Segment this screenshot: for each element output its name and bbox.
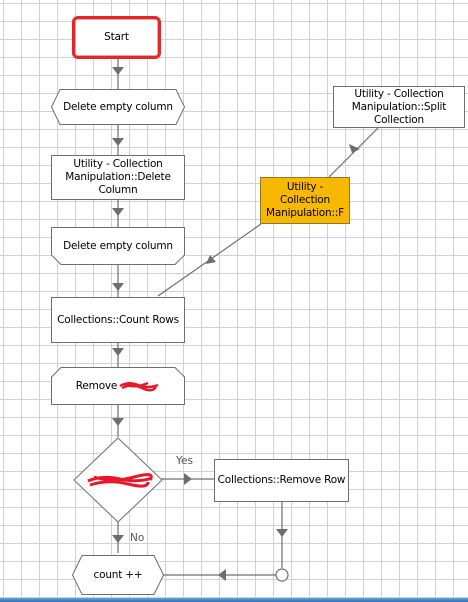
start-stage[interactable]: Start (72, 16, 161, 59)
redaction-scribble (87, 473, 153, 488)
arrow-icon (112, 535, 124, 543)
action-stage-hexagon[interactable] (51, 89, 185, 125)
stage-label: Remove (75, 379, 118, 392)
stage-label: Collections::Count Rows (57, 313, 179, 326)
status-strip (0, 598, 468, 602)
stage-label: count ++ (93, 568, 143, 581)
redaction-scribble (119, 381, 159, 392)
arrow-icon (112, 208, 124, 216)
junction-node[interactable] (275, 568, 289, 582)
arrow-icon (206, 255, 216, 264)
delete-column-action-stage[interactable]: Utility - Collection Manipulation::Delet… (51, 155, 185, 200)
remove-row-action-stage[interactable]: Collections::Remove Row (214, 459, 349, 502)
stage-label: Utility - Collection Manipulation::Delet… (65, 158, 171, 196)
arrow-icon (184, 473, 192, 485)
stage-label: Delete empty column (63, 100, 173, 113)
selected-action-stage[interactable]: Utility - Collection Manipulation::F (260, 177, 350, 224)
delete-empty-column-stage-2[interactable]: Delete empty column (56, 228, 180, 264)
start-label: Start (104, 31, 129, 43)
remove-stage[interactable]: Remove (56, 368, 180, 404)
arrow-icon (112, 138, 124, 146)
stage-label: Utility - Collection Manipulation::Split… (351, 87, 447, 126)
arrow-icon (112, 348, 124, 356)
action-stage-hexagon[interactable] (51, 367, 185, 405)
stage-label: Delete empty column (63, 239, 173, 252)
arrow-icon (276, 529, 288, 537)
arrow-icon (112, 67, 124, 75)
arrow-icon (112, 418, 124, 426)
delete-empty-column-stage-1[interactable]: Delete empty column (60, 90, 176, 124)
count-rows-action-stage[interactable]: Collections::Count Rows (51, 297, 185, 343)
stage-label: Utility - Collection Manipulation::F (266, 181, 344, 219)
no-label: No (130, 532, 145, 544)
arrow-icon (112, 283, 124, 291)
stage-label: Collections::Remove Row (217, 474, 346, 486)
arrow-icon (349, 144, 360, 153)
yes-label: Yes (176, 455, 193, 467)
action-stage-hexagon[interactable] (51, 227, 185, 265)
arrow-icon (218, 569, 226, 581)
split-collection-action-stage[interactable]: Utility - Collection Manipulation::Split… (333, 86, 465, 128)
decision-stage[interactable] (72, 437, 164, 523)
calculation-stage-hexagon[interactable] (72, 555, 164, 595)
count-increment-stage[interactable]: count ++ (80, 556, 156, 594)
